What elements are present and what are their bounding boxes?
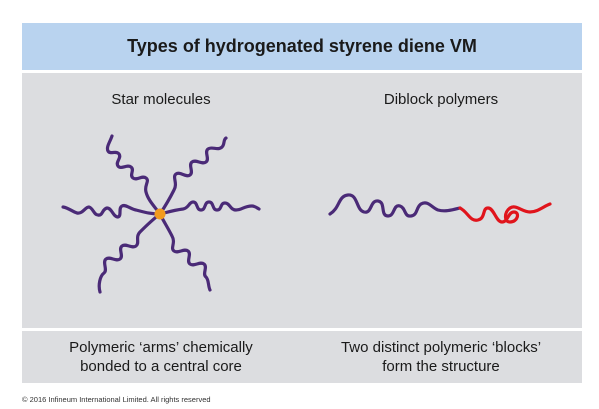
star-arm-upper-right — [158, 136, 228, 216]
diblock-red-block — [458, 202, 552, 224]
star-arm-left — [61, 203, 162, 219]
star-molecules-caption: Polymeric ‘arms’ chemically bonded to a … — [22, 331, 300, 383]
diblock-caption-line-1: Two distinct polymeric ‘blocks’ — [340, 339, 542, 356]
star-arm-lower-left — [97, 212, 162, 294]
star-core-dot — [154, 208, 166, 220]
diblock-polymers-caption: Two distinct polymeric ‘blocks’ form the… — [300, 331, 582, 383]
copyright-notice: © 2016 Infineum International Limited. A… — [22, 395, 211, 404]
star-molecules-title: Star molecules — [111, 91, 211, 108]
star-caption-line-2: bonded to a central core — [80, 358, 242, 375]
star-molecules-panel: Star molecules — [22, 73, 300, 328]
diblock-polymer — [328, 193, 552, 224]
star-arm-upper-left — [105, 134, 162, 216]
star-molecule-arms — [61, 134, 261, 294]
star-arm-right — [158, 200, 261, 216]
diagram-title: Types of hydrogenated styrene diene VM — [22, 23, 582, 70]
diblock-purple-block — [328, 193, 462, 218]
diblock-caption-line-2: form the structure — [382, 358, 500, 375]
star-caption-line-1: Polymeric ‘arms’ chemically — [69, 339, 253, 356]
star-arm-lower-right — [158, 212, 212, 292]
diblock-polymers-title: Diblock polymers — [383, 91, 499, 108]
diblock-polymers-panel: Diblock polymers — [300, 73, 582, 328]
